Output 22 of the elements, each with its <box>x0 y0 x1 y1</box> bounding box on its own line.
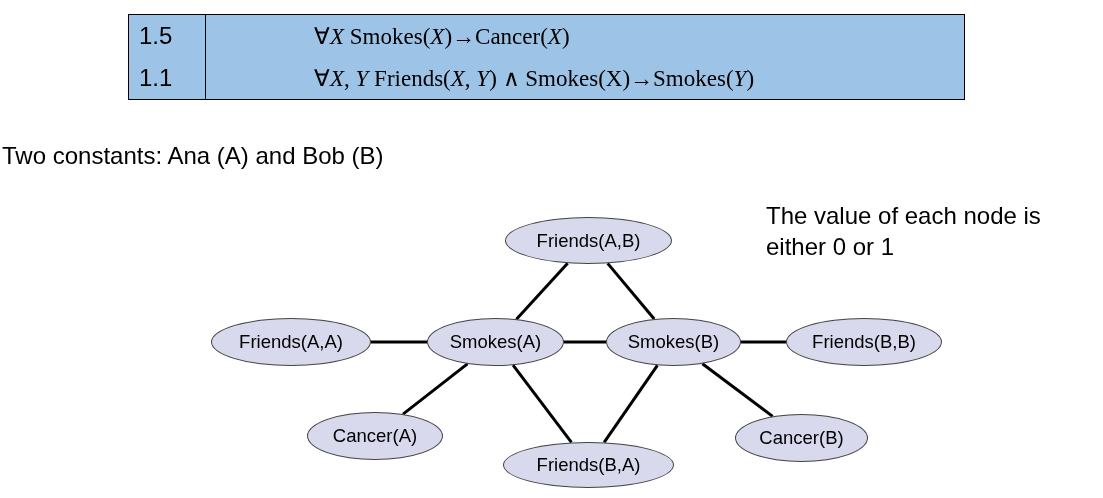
weight-cell: 1.5 <box>129 15 206 57</box>
node-ellipse: Smokes(A) <box>427 318 564 366</box>
connector-line <box>701 362 774 418</box>
node-ellipse: Friends(A,A) <box>211 318 371 366</box>
formula-cell-text: ∀X, Y Friends(X, Y) ∧ Smokes(X)→Smokes(Y) <box>313 64 756 93</box>
connector-line <box>511 364 573 444</box>
node-ellipse: Friends(B,A) <box>503 442 674 488</box>
connector-line <box>371 340 427 344</box>
node-ellipse: Cancer(A) <box>307 412 443 460</box>
node-ellipse: Cancer(B) <box>735 414 868 462</box>
node-ellipse: Friends(B,B) <box>786 318 942 366</box>
heading-text: Two constants: Ana (A) and Bob (B) <box>2 142 384 170</box>
connector-line <box>564 340 606 344</box>
connector-line <box>602 364 659 444</box>
formula-cell-text: ∀X Smokes(X)→Cancer(X) <box>313 22 571 51</box>
weight-cell: 1.1 <box>129 57 206 99</box>
node-ellipse: Smokes(B) <box>606 318 741 366</box>
node-ellipse: Friends(A,B) <box>505 217 672 264</box>
connector-line <box>402 362 469 416</box>
note-text: The value of each node is either 0 or 1 <box>766 201 1042 262</box>
connector-line <box>606 262 656 320</box>
connector-line <box>741 340 786 344</box>
